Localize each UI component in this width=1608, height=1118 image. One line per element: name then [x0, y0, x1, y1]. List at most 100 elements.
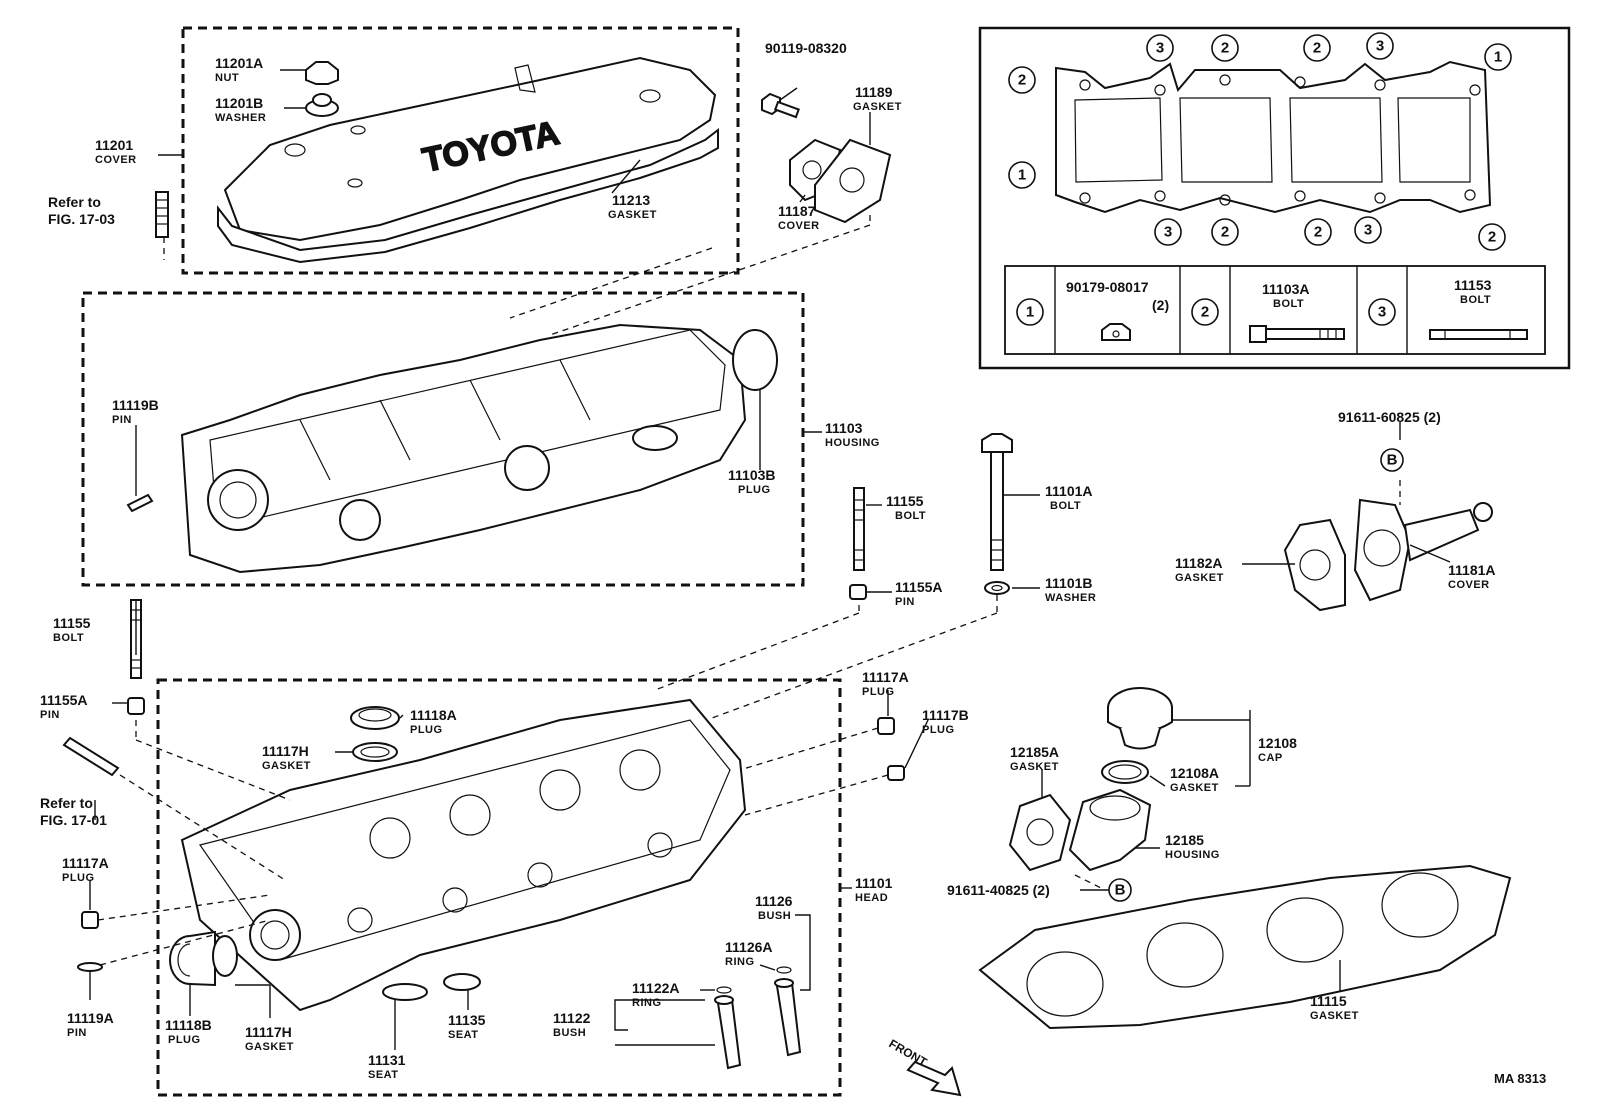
- plug-11117b: [887, 765, 905, 781]
- label-name-c4: GASKET: [608, 209, 657, 221]
- cam-end-gasket-icon: [814, 138, 892, 224]
- inset-legend-table: 1 2 3 90179-08017 (2) 11103A BOLT 11153 …: [1004, 265, 1546, 355]
- stud-1703-icon: [155, 191, 169, 238]
- label-name-c8: PIN: [112, 414, 132, 426]
- svg-text:1: 1: [1026, 304, 1034, 321]
- inset-marker-1-b: 1: [1008, 161, 1036, 189]
- legend-icon-3-stud: [1429, 329, 1528, 340]
- label-part-c16: 11182A: [1175, 555, 1223, 571]
- ref-fig1701-line1: Refer to: [40, 795, 93, 811]
- label-name-c6: GASKET: [853, 101, 902, 113]
- label-part-c30: 11101: [855, 875, 893, 891]
- label-part-c17: 11181A: [1448, 562, 1496, 578]
- legend-qty-1: (2): [1152, 297, 1169, 313]
- ring-11122a: [716, 986, 732, 994]
- label-part-c33: 11122A: [632, 980, 680, 996]
- label-name-c37: GASKET: [245, 1041, 294, 1053]
- svg-text:2: 2: [1221, 224, 1229, 241]
- label-part-c18: 11155: [53, 615, 91, 631]
- label-name-c39: SEAT: [448, 1029, 479, 1041]
- label-part-c25: 12108A: [1170, 765, 1219, 781]
- svg-text:3: 3: [1378, 304, 1386, 321]
- label-part-c31: 11126: [755, 893, 793, 909]
- cover-group-frame: [181, 26, 740, 275]
- inset-marker-3-a: 3: [1146, 34, 1174, 62]
- label-part-c7: 11187: [778, 203, 816, 219]
- label-name-c33: RING: [632, 997, 662, 1009]
- svg-text:1: 1: [1018, 167, 1026, 184]
- water-gasket-11182a: [1283, 518, 1346, 612]
- label-part-c32: 11126A: [725, 939, 773, 955]
- label-part-c23: 11117H: [262, 743, 309, 759]
- plug-11117a-left: [81, 911, 99, 929]
- water-cover-11181a: [1353, 498, 1493, 602]
- inset-marker-2-e: 2: [1304, 218, 1332, 246]
- label-name-c2: WASHER: [215, 112, 266, 124]
- legend-part-1: 90179-08017: [1066, 279, 1149, 295]
- filler-housing-12185: [1068, 788, 1152, 872]
- stud-1701-icon: [62, 736, 120, 777]
- label-name-c35: PIN: [67, 1027, 87, 1039]
- label-name-c22: PLUG: [410, 724, 443, 736]
- cover-nut-icon: [305, 61, 339, 85]
- inset-marker-3-b: 3: [1366, 32, 1394, 60]
- front-arrow: FRONT: [887, 1036, 962, 1097]
- label-name-c20: PLUG: [862, 686, 895, 698]
- svg-text:B: B: [1115, 882, 1126, 899]
- leader-lines: [89, 69, 1451, 1050]
- svg-text:2: 2: [1201, 304, 1209, 321]
- svg-text:3: 3: [1376, 38, 1384, 55]
- ring-11126a: [776, 966, 792, 974]
- inset-marker-2-f: 2: [1478, 223, 1506, 251]
- label-part-c34: 11122: [553, 1010, 591, 1026]
- label-name-c23: GASKET: [262, 760, 311, 772]
- label-name-c17: COVER: [1448, 579, 1490, 591]
- inset-marker-2-c: 2: [1008, 66, 1036, 94]
- label-name-c9: HOUSING: [825, 437, 880, 449]
- label-part-c15: 91611-60825 (2): [1338, 409, 1441, 425]
- label-name-c31: BUSH: [758, 910, 791, 922]
- legend-marker-2: 2: [1191, 298, 1219, 326]
- ref-fig1703-line1: Refer to: [48, 194, 101, 210]
- label-name-c26: GASKET: [1010, 761, 1059, 773]
- label-part-c28: 91611-40825 (2): [947, 882, 1050, 898]
- housing-plug-icon: [732, 329, 778, 391]
- svg-text:2: 2: [1018, 72, 1026, 89]
- label-name-c34: BUSH: [553, 1027, 586, 1039]
- seat-11131: [382, 983, 428, 1001]
- label-part-c38: 11131: [368, 1052, 406, 1068]
- label-name-c11: BOLT: [895, 510, 926, 522]
- camshaft-housing: [180, 323, 747, 574]
- seat-11135: [443, 973, 481, 991]
- stud-11155-mid: [853, 487, 865, 571]
- plug-11117a-right: [877, 717, 895, 735]
- label-name-c14: WASHER: [1045, 592, 1096, 604]
- housing-pin-icon: [126, 493, 154, 513]
- figure-code: MA 8313: [1494, 1071, 1546, 1086]
- label-part-c21: 11117B: [922, 707, 969, 723]
- svg-text:2: 2: [1314, 224, 1322, 241]
- label-part-c29: 11117A: [62, 855, 109, 871]
- inset-marker-2-d: 2: [1211, 218, 1239, 246]
- ref-fig1703-line2: FIG. 17-03: [48, 211, 115, 227]
- label-name-c29: PLUG: [62, 872, 95, 884]
- cap-gasket-12108a: [1101, 760, 1149, 784]
- ref-fig1701-line2: FIG. 17-01: [40, 812, 107, 828]
- head-plug-11118a: [350, 706, 400, 730]
- label-part-c5: 90119-08320: [765, 40, 847, 56]
- label-name-c1: NUT: [215, 72, 239, 84]
- label-name-c21: PLUG: [922, 724, 955, 736]
- label-part-c26: 12185A: [1010, 744, 1059, 760]
- bolt-90119-icon: [761, 92, 800, 119]
- label-name-c36: PLUG: [168, 1034, 201, 1046]
- label-part-c19: 11155A: [40, 692, 88, 708]
- washer-11101b: [984, 581, 1010, 595]
- ref-marker-b-top: B: [1380, 448, 1404, 472]
- label-part-c8: 11119B: [112, 397, 159, 413]
- inset-marker-3-d: 3: [1354, 216, 1382, 244]
- label-name-c18: BOLT: [53, 632, 84, 644]
- label-name-c24: CAP: [1258, 752, 1283, 764]
- pin-11119a: [77, 962, 103, 972]
- cover-washer-icon: [305, 93, 339, 117]
- legend-icon-1-nut: [1101, 323, 1131, 341]
